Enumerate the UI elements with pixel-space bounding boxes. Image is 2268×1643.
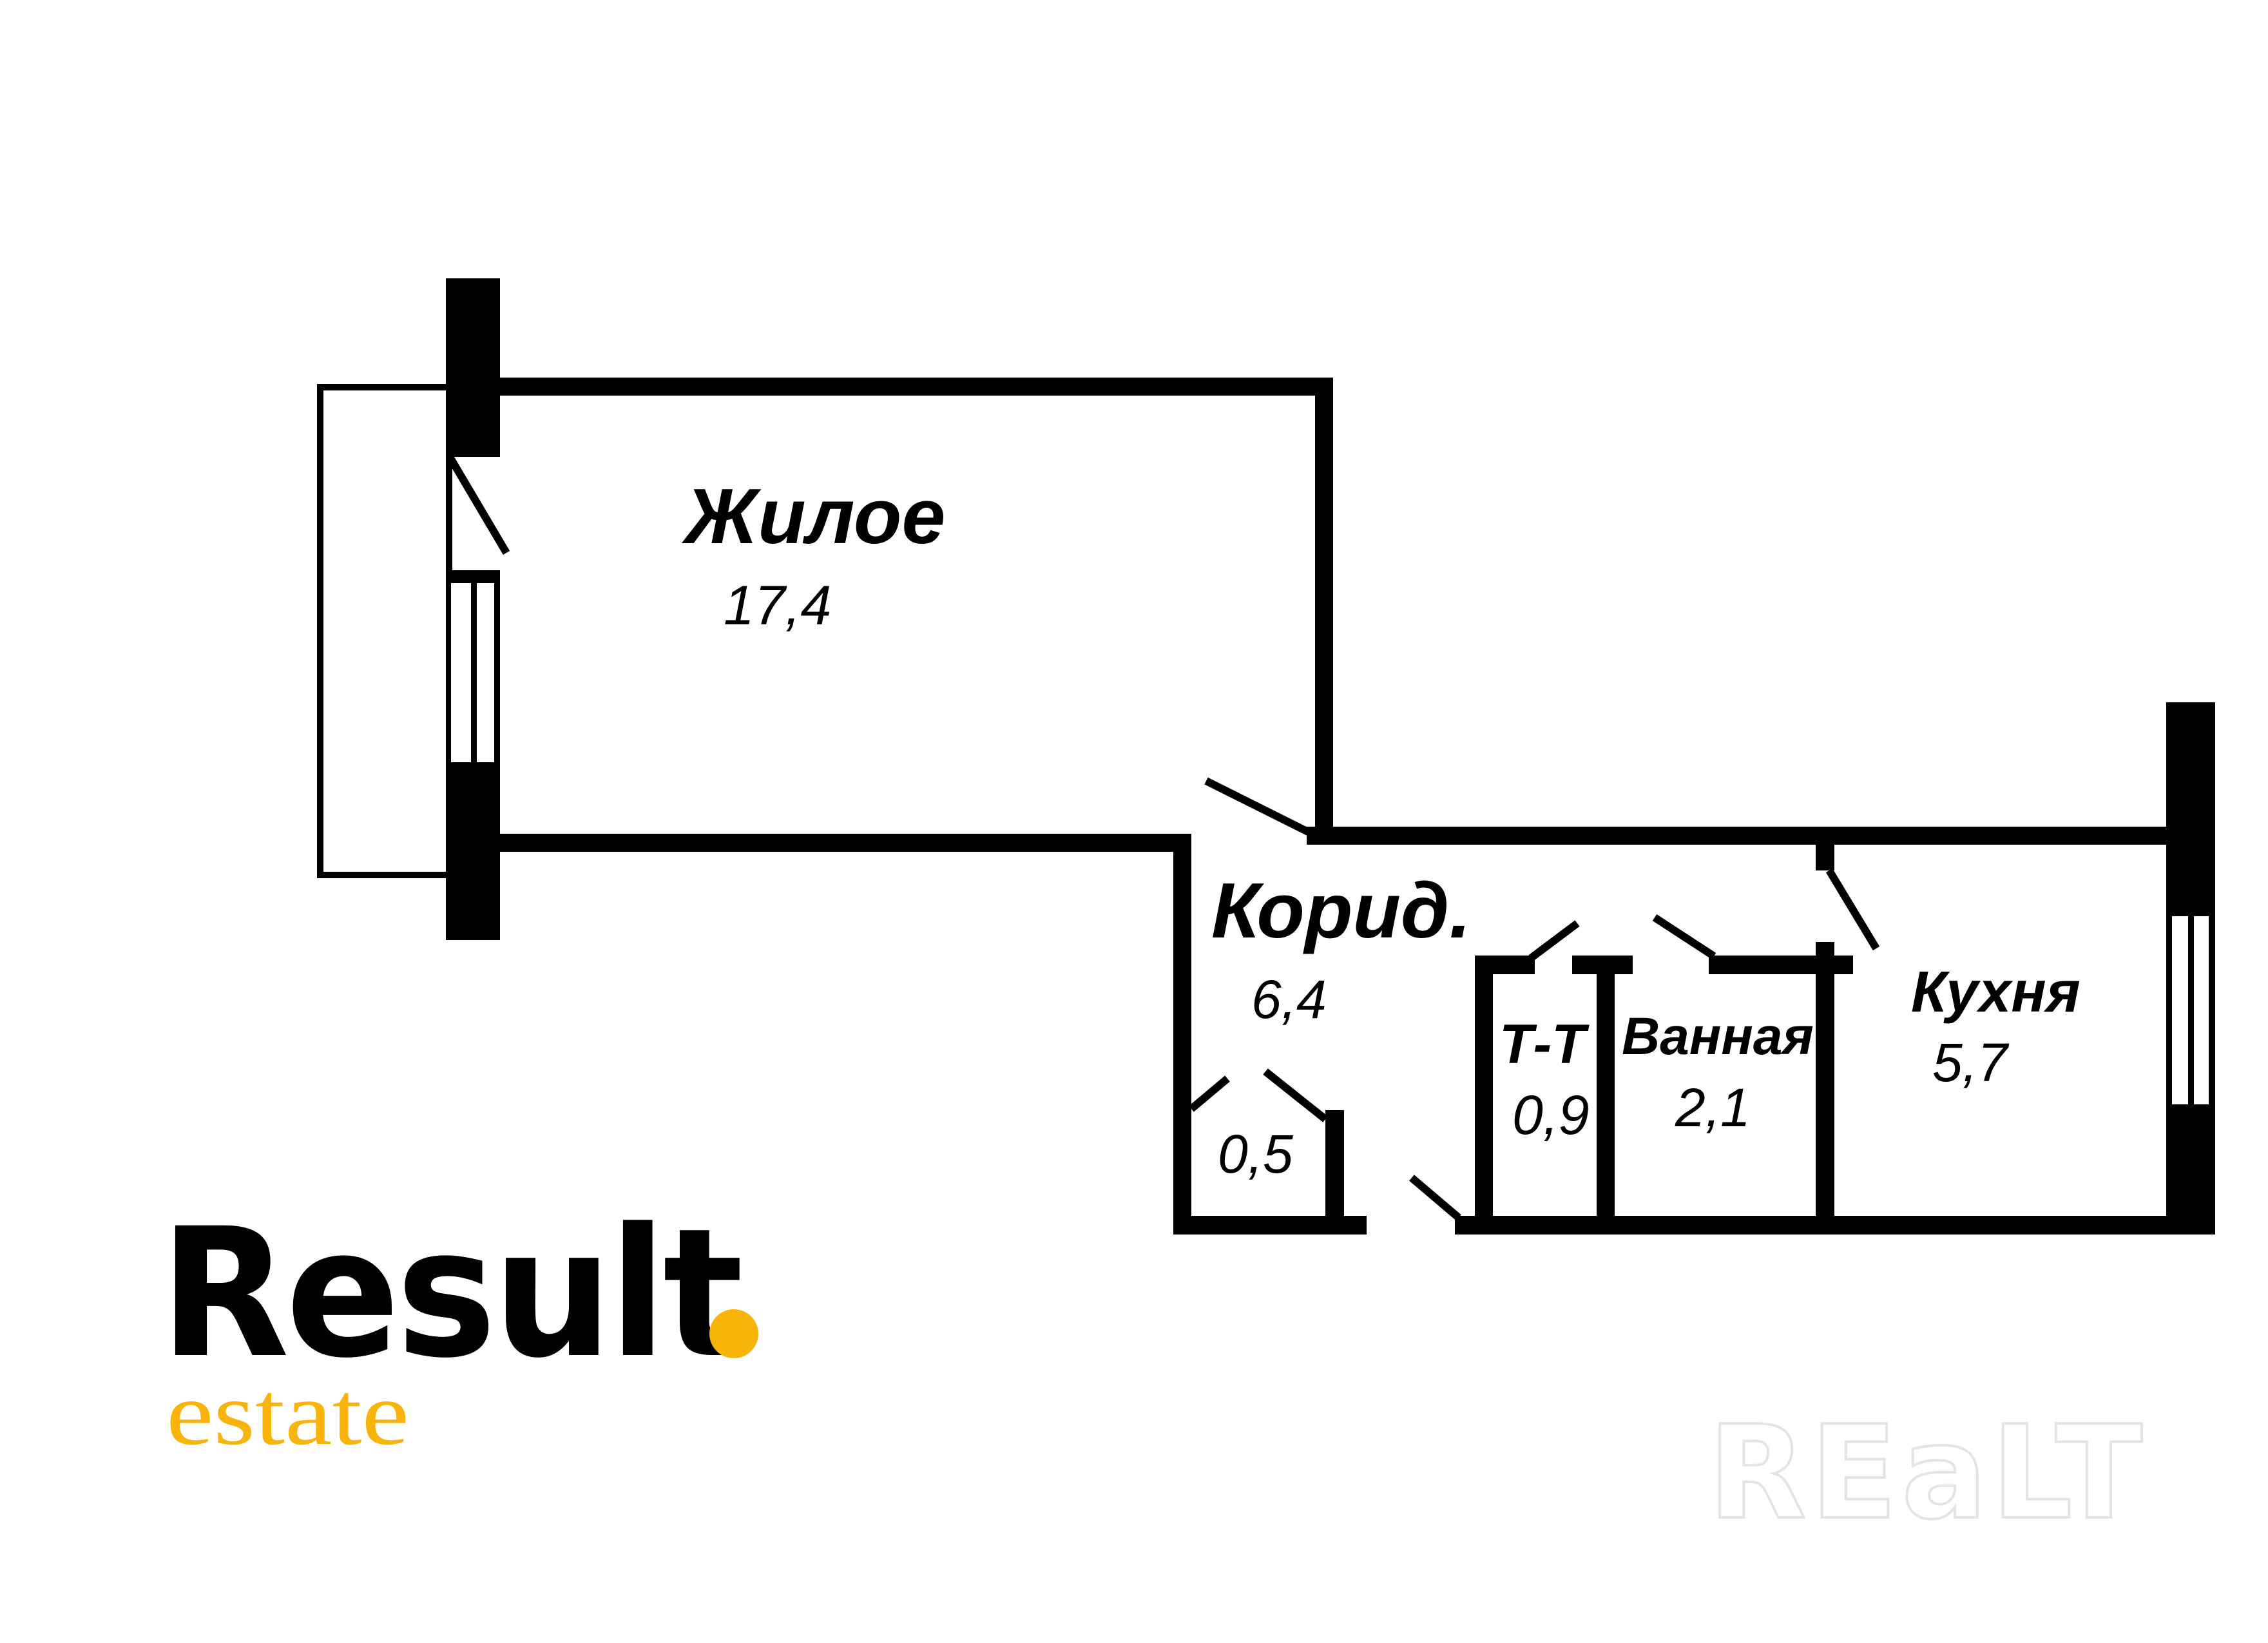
window-frame (2209, 916, 2215, 1104)
logo-dot-icon (709, 1309, 758, 1358)
room-name-kitchen: Кухня (1911, 960, 2081, 1024)
living-door-leaf (1204, 777, 1311, 836)
logo-wordmark: Result (160, 1191, 742, 1398)
closet-door-leaf-left (1189, 1075, 1230, 1112)
window-pane (477, 583, 494, 762)
living-bottom-wall (500, 834, 1191, 852)
bathroom-door-leaf (1652, 914, 1716, 960)
kitchen-window (2166, 916, 2215, 1104)
closet-door-leaf-right (1263, 1068, 1328, 1122)
room-name-toilet: Т-Т (1499, 1014, 1590, 1075)
logo-subtitle: estate (166, 1364, 409, 1464)
corridor-left-wall (1173, 834, 1191, 1235)
entrance-door-leaf (1409, 1175, 1461, 1221)
room-name-corridor: Корид. (1211, 867, 1471, 954)
room-name-bathroom: Ванная (1622, 1007, 1814, 1066)
window-mullion (2188, 916, 2194, 1104)
brand-logo: Result estate (160, 1191, 758, 1464)
window-pane (451, 583, 471, 762)
living-window (451, 583, 494, 762)
closet-right-wall (1325, 1110, 1344, 1216)
balcony-outline (317, 384, 452, 878)
corridor-walls (1173, 702, 2215, 1235)
right-wall-upper (2166, 702, 2215, 916)
bath-kitchen-wall (1816, 942, 1834, 1216)
room-area-closet: 0,5 (1218, 1124, 1293, 1184)
living-top-wall (500, 378, 1333, 396)
window-frame (2166, 916, 2172, 1104)
living-room-walls (446, 278, 1333, 940)
room-area-living: 17,4 (724, 575, 831, 637)
kitchen-door-stub (1816, 845, 1834, 870)
room-name-living: Жилое (681, 472, 945, 560)
door-leaves (1189, 777, 1880, 1221)
balcony (317, 384, 452, 878)
kitchen-top-wall (1307, 827, 2166, 845)
left-wall-upper (446, 278, 500, 457)
bottom-wall-right (1455, 1216, 2215, 1235)
toilet-top-wall (1475, 956, 1535, 974)
room-labels: Жилое 17,4 Корид. 6,4 0,5 Т-Т 0,9 Ванная… (681, 472, 2081, 1184)
corridor-bottom-wall-left (1173, 1216, 1367, 1235)
room-area-corridor: 6,4 (1251, 969, 1327, 1030)
room-area-toilet: 0,9 (1512, 1084, 1590, 1146)
toilet-left-wall (1475, 956, 1493, 1216)
room-area-bathroom: 2,1 (1675, 1077, 1751, 1138)
balcony-door-leaf (446, 454, 510, 555)
room-area-kitchen: 5,7 (1932, 1032, 2010, 1093)
kitchen-door-leaf (1825, 868, 1880, 951)
realt-watermark: REaLT (1708, 1398, 2146, 1548)
right-wall-lower (2166, 1104, 2215, 1235)
toilet-door-leaf (1528, 920, 1580, 961)
living-right-wall (1315, 378, 1333, 845)
toilet-bath-divider (1597, 956, 1615, 1216)
